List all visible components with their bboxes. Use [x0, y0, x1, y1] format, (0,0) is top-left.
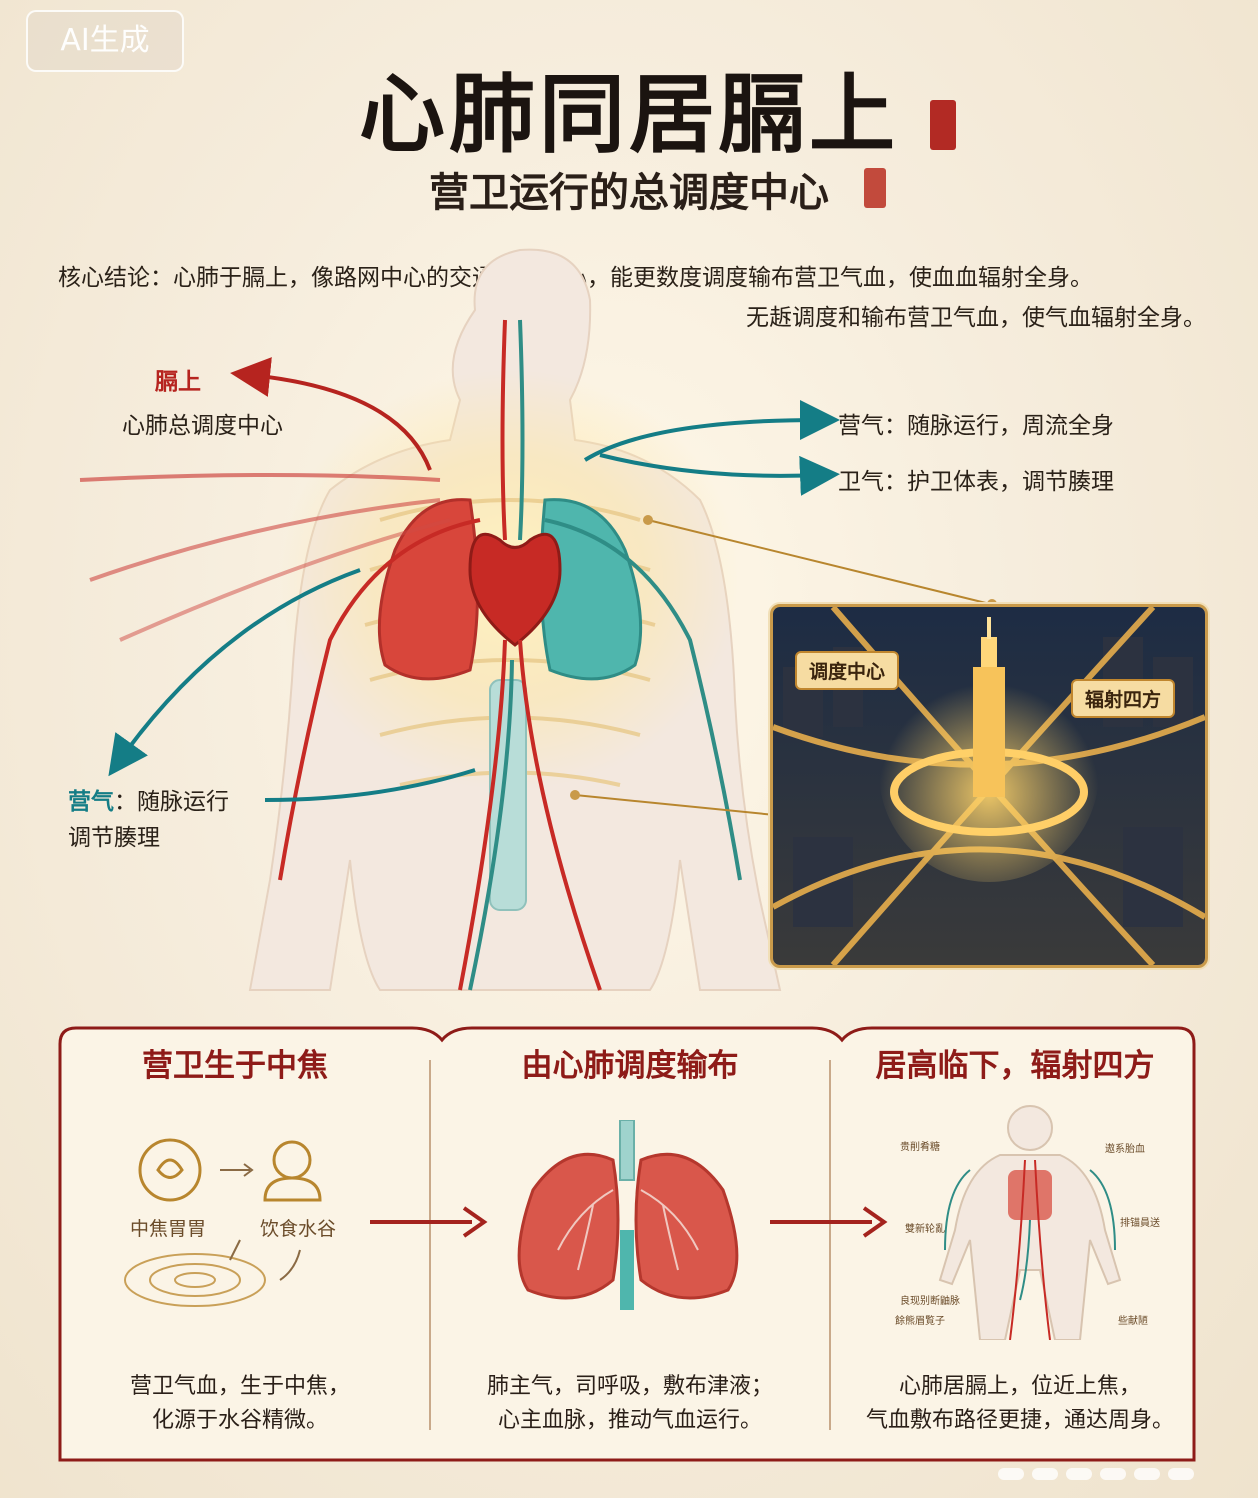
stomach-icon	[138, 1138, 202, 1202]
heart	[468, 532, 562, 647]
panel3-mini-label-5: 良现别断鼬脉	[900, 1296, 960, 1307]
person-icon	[272, 1140, 312, 1180]
panel3-mini-label-2: 遨系胎血	[1105, 1144, 1145, 1155]
panel3-mini-label-4: 排锚員送	[1120, 1218, 1160, 1229]
panel3-mini-label-6: 餘熊眉覧子	[895, 1316, 945, 1327]
label-geshang-title: 膈上	[155, 369, 201, 395]
panel3-mini-label-7: 些献陋	[1118, 1316, 1148, 1327]
panel1-label-zhongjiao: 中焦胃胃	[130, 1218, 207, 1240]
city-illustration: 调度中心 辐射四方	[770, 604, 1208, 968]
panel3-text-line2: 气血敷布路径更捷，通达周身。	[865, 1408, 1174, 1433]
tower	[973, 667, 1005, 797]
arrow-yingqi-right	[583, 400, 840, 462]
panel3-text-line1: 心肺居膈上，位近上焦，	[898, 1374, 1141, 1399]
label-yingqi-left-rest: ：随脉运行	[114, 789, 229, 815]
panel3-mini-label-1: 贵削肴糖	[900, 1142, 940, 1153]
panel2-text: 肺主气，司呼吸，敷布津液； 心主血脉，推动气血运行。	[450, 1370, 810, 1438]
panel3-mini-label-3: 雙新轮亂	[905, 1224, 945, 1235]
label-yingqi-left: 营气：随脉运行	[68, 782, 229, 816]
summary-line-2: 无䞣调度和输布营卫气血，使气血辐射全身。	[746, 305, 1206, 331]
panel1-text-line1: 营卫气血，生于中焦，	[129, 1374, 350, 1399]
panel2-text-line1: 肺主气，司呼吸，敷布津液；	[486, 1374, 773, 1399]
label-yingqi-left-name: 营气	[68, 789, 114, 815]
city-tag-radiate: 辐射四方	[1071, 679, 1176, 718]
anatomy-illustration	[79, 248, 997, 991]
panel1-title: 营卫生于中焦	[142, 1048, 328, 1084]
label-yingqi-right: 营气：随脉运行，周流全身	[838, 413, 1114, 439]
ai-generated-badge: AI生成	[26, 10, 184, 72]
panel2-title: 由心肺调度输布	[521, 1048, 739, 1084]
panel1-label-food: 饮食水谷	[260, 1218, 337, 1240]
arrow-yingqi-left	[108, 568, 361, 777]
label-weiqi-right: 卫气：护卫体表，调节腠理	[838, 469, 1114, 495]
panel3-text: 心肺居膈上，位近上焦， 气血敷布路径更捷，通达周身。	[850, 1370, 1190, 1438]
panel1-icons	[124, 1138, 322, 1307]
red-seal-stamp-small	[864, 168, 886, 208]
arrow-geshang	[230, 357, 432, 471]
panel3-body	[938, 1105, 1122, 1340]
arrow-weiqi-right	[599, 453, 840, 496]
panel2-text-line2: 心主血脉，推动气血运行。	[497, 1408, 762, 1433]
panel3-title: 居高临下，辐射四方	[875, 1048, 1155, 1084]
panel1-text-line2: 化源于水谷精微。	[151, 1408, 328, 1433]
city-tag-dispatch-center: 调度中心	[795, 651, 900, 690]
red-seal-stamp	[930, 100, 956, 150]
arrow-yingqi-left-2	[264, 768, 476, 802]
watermark-dots	[998, 1468, 1194, 1480]
panel1-text: 营卫气血，生于中焦， 化源于水谷精微。	[70, 1370, 410, 1438]
page-title: 心肺同居膈上	[359, 64, 899, 165]
label-geshang-desc: 心肺总调度中心	[122, 413, 283, 439]
page-subtitle: 营卫运行的总调度中心	[429, 169, 829, 216]
ripple-icon	[124, 1253, 266, 1307]
label-yingqi-left-line2: 调节腠理	[68, 825, 160, 851]
panel2-lungs	[517, 1120, 739, 1310]
